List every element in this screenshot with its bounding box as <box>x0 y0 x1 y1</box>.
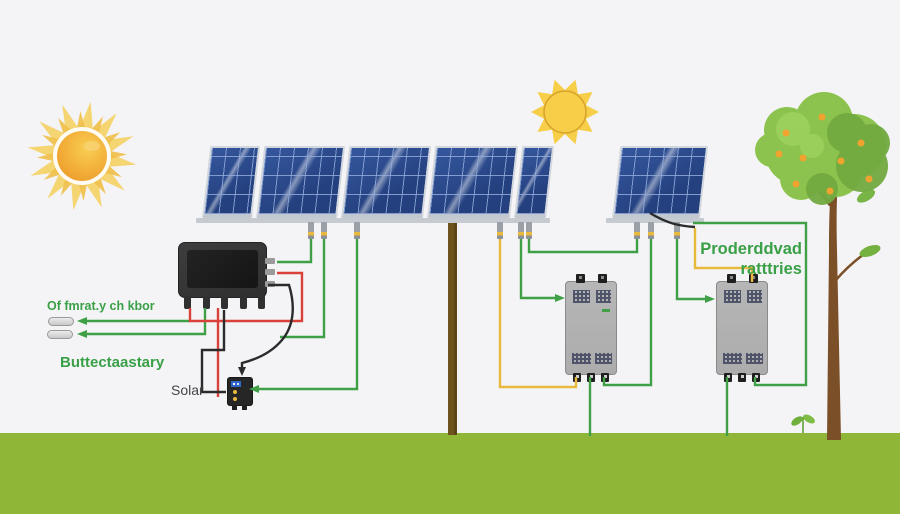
solar-label: Solar <box>171 382 204 398</box>
label-block <box>572 353 591 364</box>
indicator-dot <box>233 397 237 401</box>
battery-unit-2 <box>716 274 768 382</box>
panel-connector <box>354 222 360 239</box>
solar-panel-3 <box>341 146 432 218</box>
terminal <box>587 373 595 382</box>
tree-fruits <box>775 113 873 195</box>
solar-panel-6 <box>612 146 709 218</box>
terminal-capsule-1 <box>48 317 74 326</box>
panel-connector <box>518 222 524 239</box>
panel-rail-second <box>606 218 704 223</box>
device-leg <box>242 405 247 410</box>
label-block <box>595 353 612 364</box>
panel-connector <box>634 222 640 239</box>
batteries-note-line2: ratttries <box>740 260 802 279</box>
grass-ground <box>0 433 900 514</box>
label-block <box>573 290 590 303</box>
controller-port <box>265 269 275 275</box>
panel-connector <box>497 222 503 239</box>
label-block <box>746 353 763 364</box>
controller-port <box>265 258 275 264</box>
solar-panel-1 <box>202 146 261 218</box>
batteries-note-line1: Proderddvad <box>700 240 802 258</box>
terminal <box>724 373 732 382</box>
device-display <box>231 381 241 387</box>
panel-rail-main <box>196 218 550 223</box>
terminal <box>598 274 607 283</box>
solar-panel-5 <box>514 146 555 218</box>
batteries-note: Proderddvad ratttries <box>640 239 802 279</box>
panel-connector <box>674 222 680 239</box>
terminal-capsule-2 <box>47 330 73 339</box>
battery-note: Buttectaastary <box>60 354 165 371</box>
panel-connector <box>321 222 327 239</box>
controller-leg <box>184 296 191 309</box>
controller-leg <box>240 296 247 309</box>
battery-unit-1 <box>565 274 617 382</box>
device-leg <box>232 405 237 410</box>
sun-flat-icon <box>531 79 599 145</box>
controller-leg <box>258 296 265 309</box>
terminal <box>573 373 581 382</box>
label-block <box>723 353 742 364</box>
controller-leg <box>221 296 228 309</box>
status-led <box>602 309 610 312</box>
label-block <box>596 290 611 303</box>
mounting-pole <box>448 222 457 435</box>
solar-device <box>227 377 253 410</box>
black-wires <box>200 211 696 394</box>
terminal <box>601 373 609 382</box>
sprout-icon <box>791 414 815 433</box>
panel-connector <box>526 222 532 239</box>
charge-controller <box>178 242 275 309</box>
controller-screen <box>187 250 258 288</box>
panel-connector <box>308 222 314 239</box>
terminals-note: Of fmrat.y ch kbor <box>47 299 155 313</box>
solar-panel-4 <box>427 146 519 218</box>
terminal <box>576 274 585 283</box>
terminal <box>752 373 760 382</box>
controller-leg <box>203 296 210 309</box>
panel-connector <box>648 222 654 239</box>
label-block <box>724 290 741 303</box>
solar-panel-2 <box>256 146 346 218</box>
terminal <box>738 373 746 382</box>
controller-port <box>265 281 275 287</box>
indicator-dot <box>233 390 237 394</box>
sun-painterly-icon <box>27 101 137 211</box>
label-block <box>747 290 762 303</box>
